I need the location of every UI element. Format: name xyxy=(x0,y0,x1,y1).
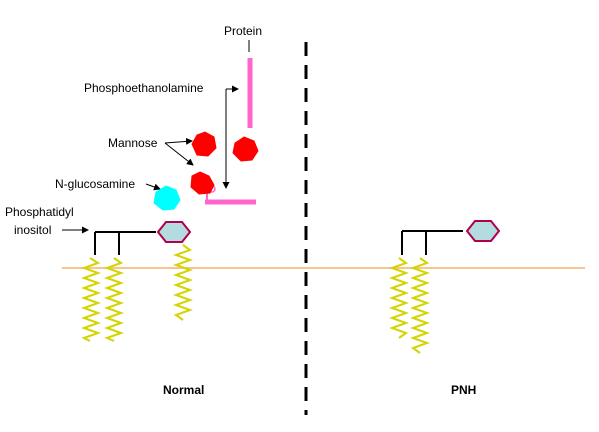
phosphatidyl-inositol-label-line2: inositol xyxy=(14,223,51,237)
caption-normal: Normal xyxy=(163,383,204,397)
fatty-acid-chain xyxy=(389,257,409,339)
protein-label: Protein xyxy=(224,24,262,38)
phosphoethanolamine-arrow xyxy=(222,85,239,189)
inositol-hexagon-pnh xyxy=(465,220,501,242)
n-glucosamine-hexagon xyxy=(153,185,181,211)
fatty-acid-chain xyxy=(173,244,193,321)
n-glucosamine-label: N-glucosamine xyxy=(55,177,135,191)
mannose-hexagon xyxy=(191,131,217,157)
fatty-acid-chain xyxy=(410,257,430,354)
glycerol-backbone-pnh xyxy=(401,230,463,255)
protein-shape xyxy=(205,58,256,205)
inositol-hexagon-normal xyxy=(156,221,192,243)
phosphatidyl-inositol-label-line1: Phosphatidyl xyxy=(5,205,74,219)
fatty-acid-chain xyxy=(81,257,101,342)
n-glucosamine-arrow xyxy=(145,183,161,191)
caption-pnh: PNH xyxy=(451,383,476,397)
mannose-label: Mannose xyxy=(108,136,158,150)
mannose-hexagon xyxy=(232,136,259,162)
phosphoethanolamine-label: Phosphoethanolamine xyxy=(84,81,204,95)
mannose-arrows xyxy=(164,137,194,166)
fatty-acid-chain xyxy=(104,257,124,342)
glycerol-backbone-normal xyxy=(94,231,156,255)
mannose-hexagon xyxy=(190,171,215,195)
